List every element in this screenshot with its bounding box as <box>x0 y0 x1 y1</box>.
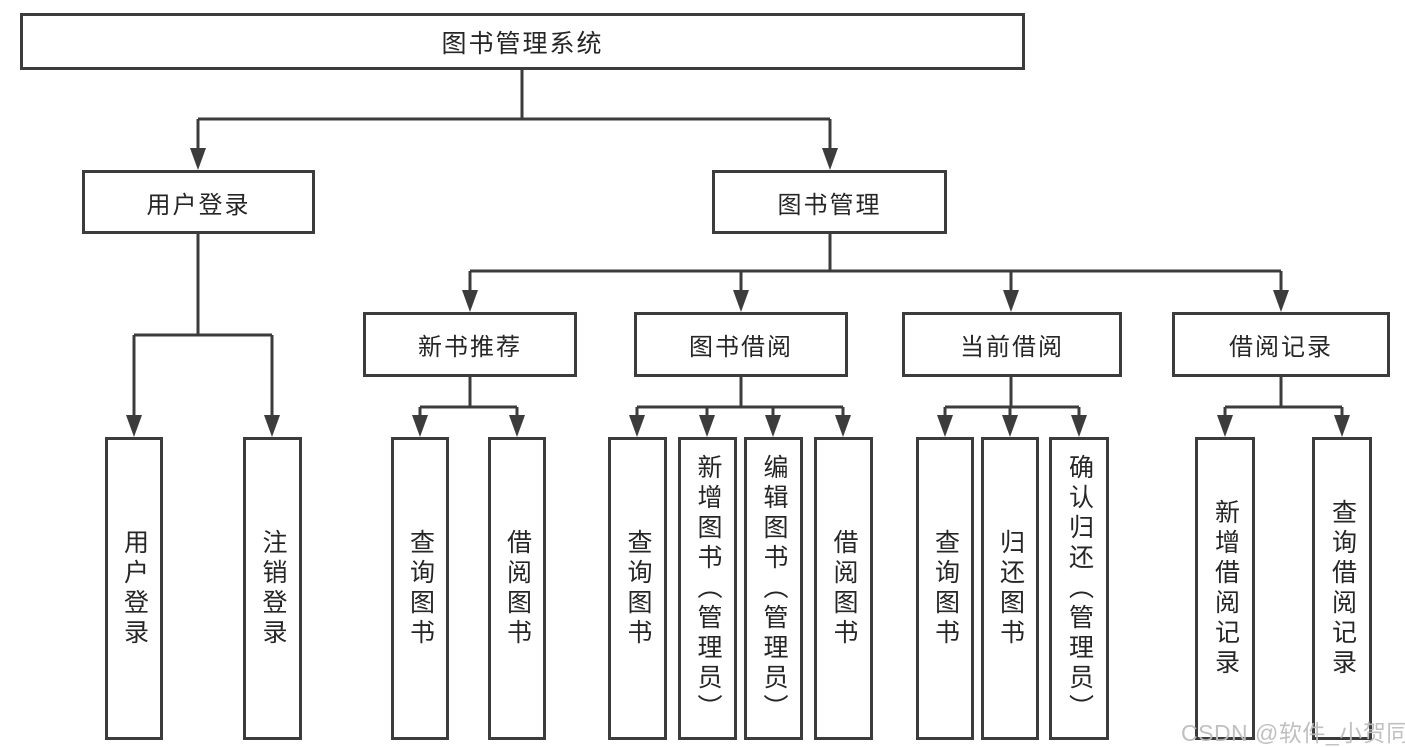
connector-current-borrowing-to-leaves <box>937 377 1087 437</box>
arrow-down-icon <box>937 415 953 437</box>
node-label: 查询借阅记录 <box>1328 498 1357 679</box>
node-label: 归还图书 <box>996 528 1025 649</box>
arrow-down-icon <box>1002 415 1018 437</box>
arrow-down-icon <box>190 148 206 170</box>
arrow-down-icon <box>733 290 749 312</box>
leaf-confirm-return-admin: 确认归还（管理员） <box>1049 437 1109 740</box>
node-book-borrowing: 图书借阅 <box>634 312 848 377</box>
connector-borrowing-records-to-leaves <box>1217 377 1350 437</box>
node-label: 查询图书 <box>931 528 960 649</box>
leaf-edit-books-admin: 编辑图书（管理员） <box>744 437 803 740</box>
leaf-borrow-books: 借阅图书 <box>814 437 873 740</box>
node-book-management: 图书管理 <box>712 170 947 234</box>
leaf-query-books-current: 查询图书 <box>916 437 974 740</box>
csdn-watermark: CSDN @软件_小贺同学 <box>1181 720 1405 746</box>
arrow-down-icon <box>509 415 525 437</box>
leaf-user-login: 用户登录 <box>105 437 163 740</box>
node-library-management-system: 图书管理系统 <box>20 13 1025 70</box>
node-label: 用户登录 <box>146 191 251 219</box>
leaf-add-books-admin: 新增图书（管理员） <box>678 437 737 740</box>
arrow-down-icon <box>1217 415 1233 437</box>
node-label: 编辑图书（管理员） <box>760 453 788 724</box>
connector-line <box>1223 377 1344 416</box>
arrow-down-icon <box>1334 415 1350 437</box>
arrow-down-icon <box>1003 290 1019 312</box>
connector-book-borrowing-to-leaves <box>629 377 851 437</box>
arrow-down-icon <box>765 415 781 437</box>
arrow-down-icon <box>699 415 715 437</box>
connector-book-management-to-modules <box>462 234 1289 312</box>
node-label: 新书推荐 <box>418 334 522 361</box>
node-new-book-recommendation: 新书推荐 <box>363 312 577 377</box>
arrow-down-icon <box>1273 290 1289 312</box>
connector-root-to-level1 <box>190 70 838 170</box>
arrow-down-icon <box>264 415 280 437</box>
leaf-query-books-new: 查询图书 <box>391 437 449 740</box>
leaf-query-books-borrow: 查询图书 <box>608 437 667 740</box>
connector-line <box>196 70 832 150</box>
connector-line <box>418 377 519 416</box>
node-label: 新增借阅记录 <box>1211 498 1240 679</box>
arrow-down-icon <box>629 415 645 437</box>
arrow-down-icon <box>126 415 142 437</box>
node-label: 用户登录 <box>120 528 149 649</box>
node-current-borrowing: 当前借阅 <box>902 312 1122 377</box>
node-label: 图书管理系统 <box>441 29 604 58</box>
connector-line <box>132 234 274 416</box>
connector-user-login-to-leaves <box>126 234 280 437</box>
node-label: 查询图书 <box>406 528 435 649</box>
leaf-logout: 注销登录 <box>243 437 302 740</box>
node-label: 图书借阅 <box>689 334 793 361</box>
arrow-down-icon <box>1071 415 1087 437</box>
arrow-down-icon <box>835 415 851 437</box>
node-user-login: 用户登录 <box>82 170 315 234</box>
node-label: 确认归还（管理员） <box>1065 453 1094 724</box>
node-label: 当前借阅 <box>960 334 1064 361</box>
arrow-down-icon <box>462 290 478 312</box>
node-label: 注销登录 <box>259 528 287 649</box>
node-label: 借阅图书 <box>503 528 532 649</box>
node-label: 借阅记录 <box>1229 334 1333 361</box>
connector-line <box>635 377 845 416</box>
connector-line <box>468 234 1283 292</box>
leaf-borrow-books-new: 借阅图书 <box>488 437 546 740</box>
node-borrowing-records: 借阅记录 <box>1172 312 1390 377</box>
arrow-down-icon <box>412 415 428 437</box>
leaf-query-borrow-record: 查询借阅记录 <box>1312 437 1372 740</box>
arrow-down-icon <box>822 148 838 170</box>
connector-new-books-to-leaves <box>412 377 525 437</box>
node-label: 新增图书（管理员） <box>694 453 722 724</box>
leaf-add-borrow-record: 新增借阅记录 <box>1195 437 1255 740</box>
connector-line <box>943 377 1081 416</box>
leaf-return-books: 归还图书 <box>981 437 1039 740</box>
node-label: 查询图书 <box>624 528 652 649</box>
node-label: 图书管理 <box>777 191 882 219</box>
node-label: 借阅图书 <box>830 528 858 649</box>
